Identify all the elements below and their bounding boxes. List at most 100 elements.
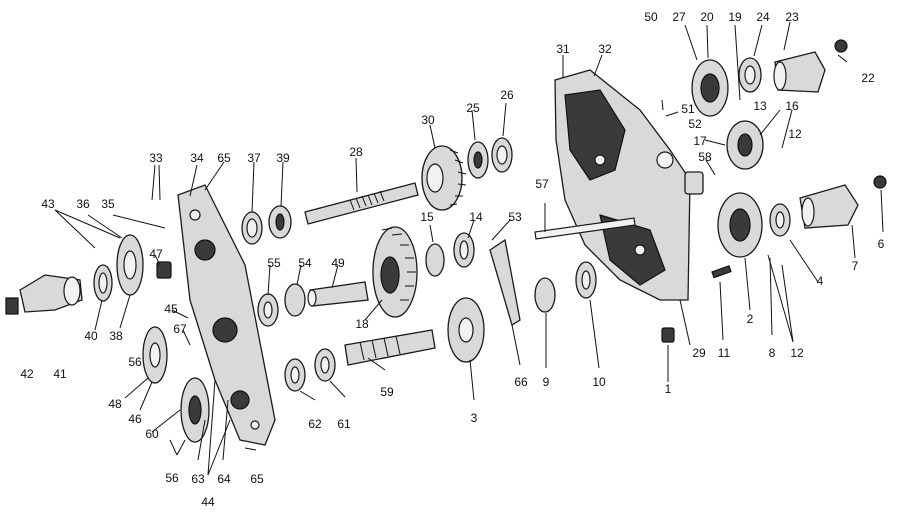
label-51: 51	[681, 102, 695, 116]
bearing-54	[284, 283, 306, 317]
label-12a: 12	[790, 346, 804, 360]
label-19: 19	[728, 10, 742, 24]
plug-1	[661, 327, 675, 343]
label-46: 46	[128, 412, 142, 426]
label-2: 2	[747, 312, 754, 326]
retainer-46-48	[142, 326, 168, 384]
label-43: 43	[41, 197, 55, 211]
label-18: 18	[355, 317, 369, 331]
label-38: 38	[109, 329, 123, 343]
label-52: 52	[688, 117, 702, 131]
label-57: 57	[535, 177, 549, 191]
label-20: 20	[700, 10, 714, 24]
label-45: 45	[164, 302, 178, 316]
label-65b: 65	[250, 472, 264, 486]
bearing-37	[241, 211, 263, 245]
seal-40	[93, 264, 113, 302]
label-61: 61	[337, 417, 351, 431]
label-25: 25	[466, 101, 480, 115]
label-22: 22	[861, 71, 875, 85]
label-13: 13	[753, 99, 767, 113]
label-28: 28	[349, 145, 363, 159]
gear-18	[372, 226, 418, 318]
label-14: 14	[469, 210, 483, 224]
main-housing-case	[554, 69, 704, 301]
label-7: 7	[852, 259, 859, 273]
bolt-11	[711, 265, 732, 279]
seal-4	[769, 203, 791, 237]
label-16: 16	[785, 99, 799, 113]
label-62: 62	[308, 417, 322, 431]
label-31: 31	[556, 42, 570, 56]
fork-66	[489, 238, 521, 327]
label-39: 39	[276, 151, 290, 165]
label-30: 30	[421, 113, 435, 127]
nut-42	[5, 297, 19, 315]
label-10: 10	[592, 375, 606, 389]
nut-6	[873, 175, 887, 189]
label-27: 27	[672, 10, 686, 24]
label-26: 26	[500, 88, 514, 102]
shaft-59	[344, 329, 436, 366]
label-59: 59	[380, 385, 394, 399]
label-41: 41	[53, 367, 67, 381]
flange-41	[19, 274, 83, 313]
bearing-55	[257, 293, 279, 327]
label-40: 40	[84, 329, 98, 343]
seal-24	[738, 57, 762, 93]
label-63: 63	[191, 472, 205, 486]
bearing-10	[575, 261, 597, 299]
label-58: 58	[698, 150, 712, 164]
bearing-62	[284, 358, 306, 392]
label-65a: 65	[217, 151, 231, 165]
retainer-38	[116, 234, 144, 296]
gear-25	[467, 141, 489, 179]
label-35: 35	[101, 197, 115, 211]
label-29: 29	[692, 346, 706, 360]
label-24: 24	[756, 10, 770, 24]
label-33: 33	[149, 151, 163, 165]
label-34: 34	[190, 151, 204, 165]
label-11: 11	[718, 346, 731, 360]
label-1: 1	[665, 382, 672, 396]
part-number-labels: 1 2 3 4 6 7 8 9 10 11 12 12 13 14 15 16 …	[20, 10, 884, 509]
label-17: 17	[693, 134, 707, 148]
main-shaft	[534, 217, 636, 240]
label-56a: 56	[128, 355, 142, 369]
shaft-49	[307, 281, 369, 307]
label-4: 4	[817, 274, 824, 288]
retainer-13-17	[726, 120, 764, 170]
leader-lines	[54, 21, 884, 476]
label-32: 32	[598, 42, 612, 56]
label-12b: 12	[788, 127, 802, 141]
bearing-61	[314, 348, 336, 382]
label-48: 48	[108, 397, 122, 411]
label-6: 6	[878, 237, 885, 251]
gear-15	[425, 243, 445, 277]
bearing-39	[268, 205, 292, 239]
flange-7	[799, 184, 859, 229]
cover-60	[180, 377, 210, 443]
flange-23	[773, 51, 826, 93]
label-49: 49	[331, 256, 345, 270]
label-3: 3	[471, 411, 478, 425]
label-8: 8	[769, 346, 776, 360]
gear-47	[156, 261, 172, 279]
label-36: 36	[76, 197, 90, 211]
label-47: 47	[149, 247, 163, 261]
bearing-26	[491, 137, 513, 173]
gear-30	[421, 145, 467, 211]
bearing-14	[453, 232, 475, 268]
label-55: 55	[267, 256, 281, 270]
front-cover-plate	[177, 184, 276, 446]
label-15: 15	[420, 210, 434, 224]
label-67: 67	[173, 322, 187, 336]
bearing-9	[534, 277, 556, 313]
gear-3	[447, 297, 485, 363]
shaft-28	[304, 182, 419, 225]
label-44: 44	[201, 495, 215, 509]
label-54: 54	[298, 256, 312, 270]
retainer-20	[691, 59, 729, 117]
label-60: 60	[145, 427, 159, 441]
